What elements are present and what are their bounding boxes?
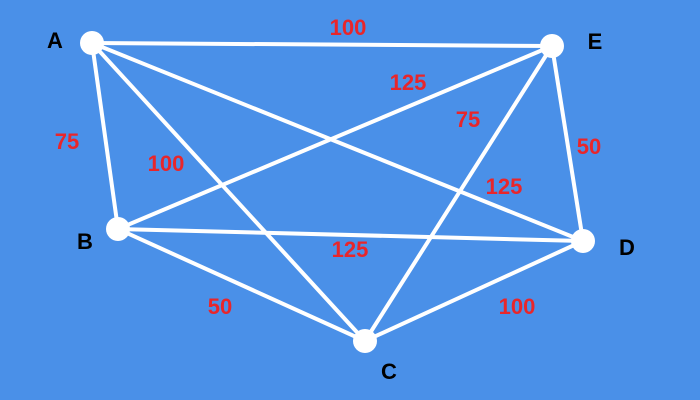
- edge-b-d: [116, 227, 585, 243]
- weight-label-a-e: 100: [330, 15, 367, 40]
- vertex-c: [353, 329, 377, 353]
- edge-b-c: [116, 227, 367, 343]
- edge-a-c: [90, 41, 367, 343]
- weight-label-b-c: 50: [208, 294, 232, 319]
- vertex-d: [571, 229, 595, 253]
- labels-layer: 100 75 100 125 125 125 50 75 100 50 A B C D E: [47, 15, 635, 384]
- edge-b-e: [116, 44, 554, 231]
- weight-label-b-d: 125: [332, 237, 369, 262]
- vertex-b: [106, 217, 130, 241]
- weight-label-c-e: 75: [456, 107, 480, 132]
- edge-c-d: [363, 239, 585, 343]
- edge-a-d: [90, 41, 585, 243]
- vertex-label-a: A: [47, 28, 63, 53]
- edge-e-d: [550, 44, 585, 243]
- weight-label-c-d: 100: [499, 294, 536, 319]
- vertices-layer: [80, 31, 595, 353]
- edge-a-e: [90, 41, 554, 48]
- vertex-label-e: E: [588, 29, 603, 54]
- weight-label-b-e: 125: [390, 70, 427, 95]
- weight-label-a-c: 100: [148, 151, 185, 176]
- edges-layer: [90, 41, 585, 343]
- weight-label-a-d: 125: [486, 174, 523, 199]
- weight-label-e-d: 50: [577, 134, 601, 159]
- vertex-e: [540, 34, 564, 58]
- edge-a-b: [90, 41, 120, 231]
- vertex-a: [80, 31, 104, 55]
- vertex-label-b: B: [77, 229, 93, 254]
- vertex-label-d: D: [619, 235, 635, 260]
- vertex-label-c: C: [381, 359, 397, 384]
- weight-label-a-b: 75: [55, 129, 79, 154]
- edge-c-e: [363, 44, 554, 343]
